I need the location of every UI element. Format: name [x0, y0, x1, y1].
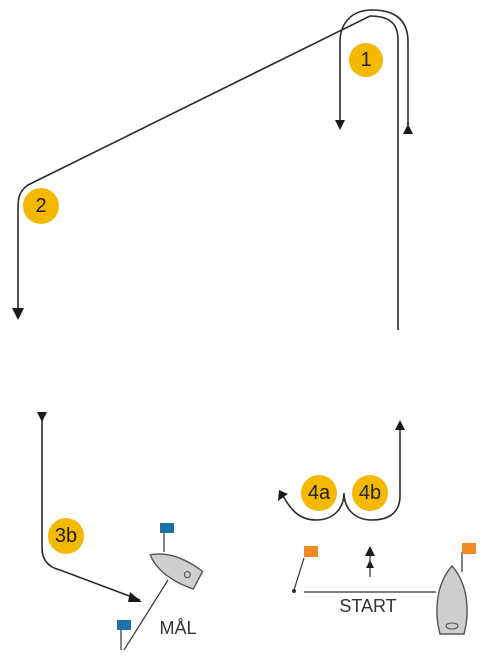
course-loop-4a-4b: [282, 428, 401, 521]
arrow-up-near-mark-1: [403, 124, 413, 134]
arrow-loop-4a: [278, 490, 288, 501]
start-boat-flag: [462, 543, 476, 554]
arrow-down-after-mark-1: [335, 120, 345, 130]
start-arrow-head: [365, 546, 375, 556]
mark-1-buoy: [349, 43, 383, 77]
finish-flag-top: [160, 523, 174, 533]
mark-4b: 4b: [352, 475, 388, 511]
arrow-to-finish: [128, 592, 142, 602]
start-label: START: [339, 596, 396, 616]
start-pin-pole: [293, 557, 305, 591]
finish-label: MÅL: [159, 618, 196, 638]
finish-line: MÅL: [117, 523, 204, 651]
mark-4b-buoy: [352, 475, 388, 511]
mark-2: 2: [23, 188, 59, 224]
start-line: START: [292, 543, 476, 635]
mark-3b-buoy: [48, 518, 84, 554]
course-leg-upwind-to-mark-1: [17, 15, 399, 330]
mark-3b-label: 3b: [55, 525, 77, 547]
mark-4a: 4a: [301, 475, 337, 511]
mark-2-buoy: [23, 188, 59, 224]
finish-boat-hull: [149, 553, 204, 590]
mark-4a-buoy: [301, 475, 337, 511]
arrow-down-after-mark-2: [12, 308, 24, 320]
finish-flag-bottom: [117, 620, 131, 630]
start-pin-dot: [292, 589, 296, 593]
start-arrow-mid-head: [366, 560, 374, 568]
mark-3b: 3b: [48, 518, 84, 554]
arrow-down-3b-start: [37, 412, 47, 422]
mark-2-label: 2: [35, 195, 46, 217]
start-boat-hull: [436, 564, 468, 635]
start-pin-flag: [304, 546, 318, 557]
mark-1-label: 1: [360, 49, 371, 71]
finish-line-segment: [123, 579, 169, 651]
mark-1: 1: [349, 43, 383, 77]
start-boat-cockpit-icon: [445, 622, 459, 630]
arrow-up-from-4b: [395, 420, 405, 430]
course-leg-3b-to-finish: [41, 416, 141, 601]
course-loop-around-mark-1: [339, 9, 409, 128]
mark-4b-label: 4b: [359, 482, 381, 504]
mark-4a-label: 4a: [308, 482, 331, 504]
finish-boat-cockpit-icon: [183, 571, 191, 579]
finish-boat: [149, 553, 204, 590]
